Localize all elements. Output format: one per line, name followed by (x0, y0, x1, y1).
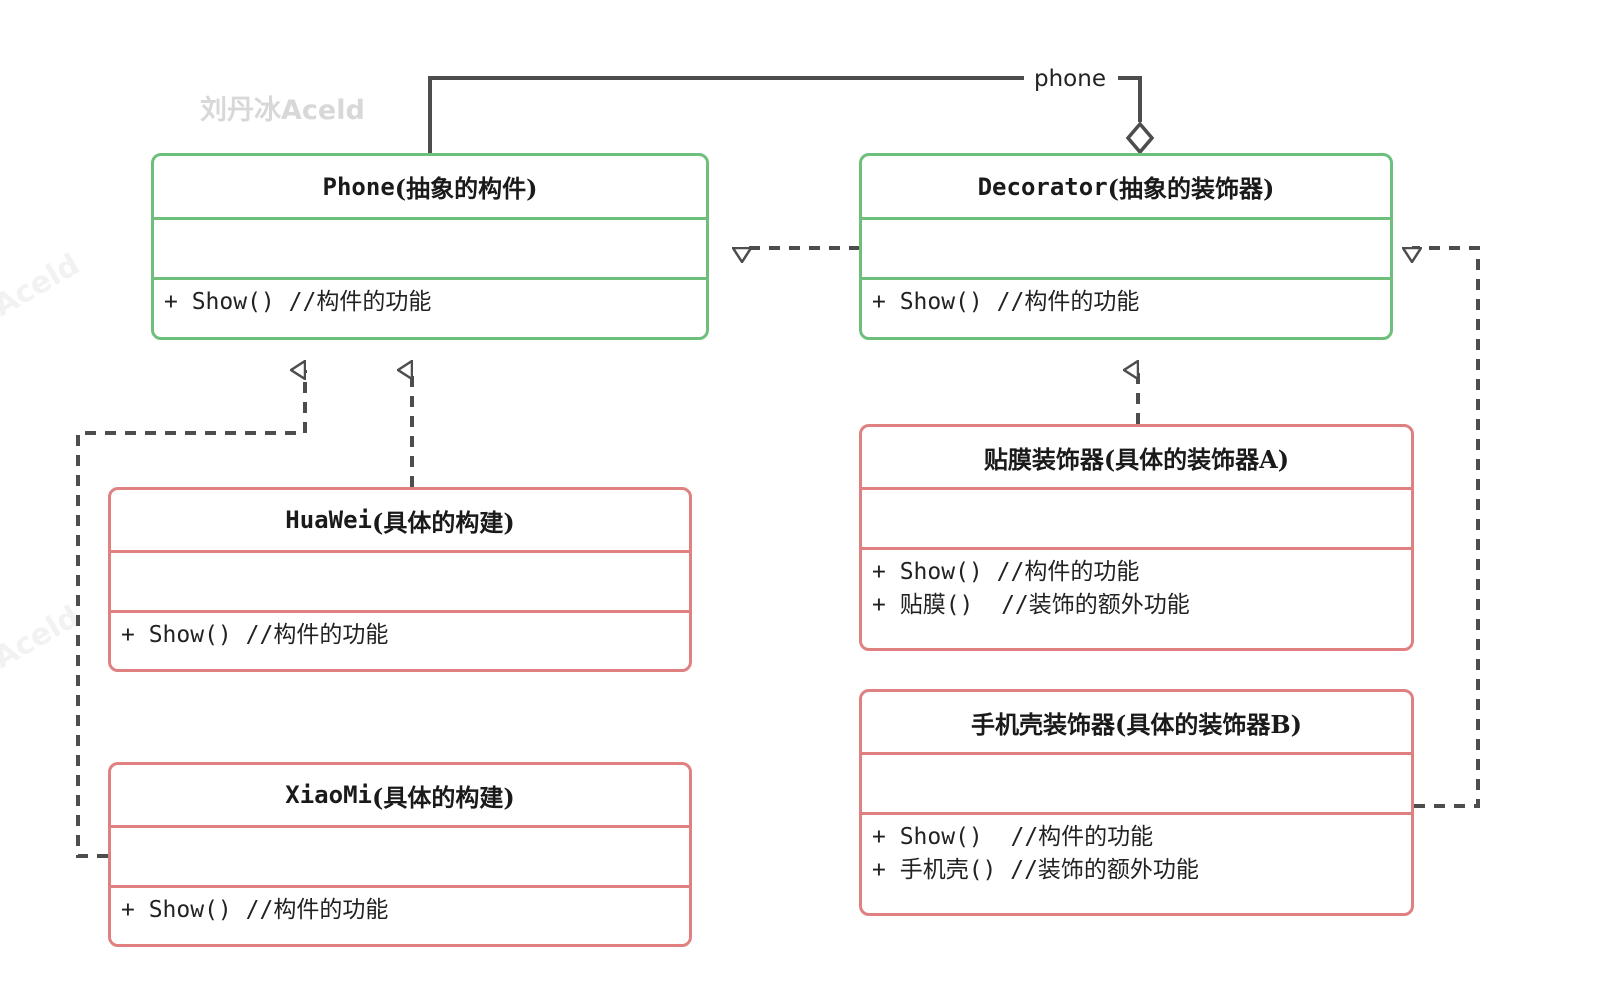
class-attributes-decorator (862, 217, 1390, 277)
class-title-xiaomi: XiaoMi(具体的构建) (111, 765, 689, 825)
class-box-xiaomi[interactable]: XiaoMi(具体的构建) + Show() //构件的功能 (108, 762, 692, 947)
class-attributes-case-decorator (862, 752, 1411, 812)
class-box-film-decorator[interactable]: 贴膜装饰器(具体的装饰器A) + Show() //构件的功能 + 贴膜() /… (859, 424, 1414, 651)
operation-item: + Show() //构件的功能 (872, 289, 1140, 315)
class-operations-xiaomi: + Show() //构件的功能 (111, 885, 689, 944)
class-stereotype-film-decorator: 贴膜装饰器(具体的装饰器A) (983, 444, 1290, 474)
class-operations-decorator: + Show() //构件的功能 (862, 277, 1390, 337)
operation-item: + Show() //构件的功能 (164, 289, 432, 315)
watermark-faint-1: Aceld (0, 247, 86, 324)
class-title-case-decorator: 手机壳装饰器(具体的装饰器B) (862, 692, 1411, 752)
operation-item: + Show() //构件的功能 (121, 622, 389, 648)
class-name-phone: Phone (322, 172, 395, 201)
operation-item: + Show() //构件的功能 (872, 824, 1154, 850)
class-attributes-film-decorator (862, 487, 1411, 547)
class-title-phone: Phone(抽象的构件) (154, 156, 706, 217)
operation-item: + Show() //构件的功能 (121, 897, 389, 923)
class-operations-phone: + Show() //构件的功能 (154, 277, 706, 337)
watermark-author: 刘丹冰Aceld (200, 95, 365, 126)
class-stereotype-huawei: (具体的构建) (371, 507, 515, 537)
class-stereotype-decorator: (抽象的装饰器) (1107, 174, 1275, 203)
edge-label-phone: phone (1030, 66, 1110, 92)
class-operations-case-decorator: + Show() //构件的功能 + 手机壳() //装饰的额外功能 (862, 812, 1411, 913)
operation-item: + 手机壳() //装饰的额外功能 (872, 857, 1199, 884)
class-operations-huawei: + Show() //构件的功能 (111, 610, 689, 669)
class-box-phone[interactable]: Phone(抽象的构件) + Show() //构件的功能 (151, 153, 709, 340)
class-attributes-huawei (111, 550, 689, 610)
class-stereotype-case-decorator: 手机壳装饰器(具体的装饰器B) (971, 709, 1302, 739)
class-name-huawei: HuaWei (285, 506, 372, 534)
watermark-faint-2: Aceld (0, 599, 86, 676)
class-title-decorator: Decorator(抽象的装饰器) (862, 156, 1390, 217)
operation-item: + Show() //构件的功能 (872, 559, 1140, 585)
class-title-film-decorator: 贴膜装饰器(具体的装饰器A) (862, 427, 1411, 487)
class-box-decorator[interactable]: Decorator(抽象的装饰器) + Show() //构件的功能 (859, 153, 1393, 340)
class-attributes-xiaomi (111, 825, 689, 885)
class-box-huawei[interactable]: HuaWei(具体的构建) + Show() //构件的功能 (108, 487, 692, 672)
class-stereotype-phone: (抽象的构件) (394, 174, 538, 203)
class-title-huawei: HuaWei(具体的构建) (111, 490, 689, 550)
edge-realization-case-decorator (1412, 246, 1480, 808)
class-name-xiaomi: XiaoMi (285, 781, 372, 809)
class-stereotype-xiaomi: (具体的构建) (371, 782, 515, 812)
class-attributes-phone (154, 217, 706, 277)
class-box-case-decorator[interactable]: 手机壳装饰器(具体的装饰器B) + Show() //构件的功能 + 手机壳()… (859, 689, 1414, 916)
class-operations-film-decorator: + Show() //构件的功能 + 贴膜() //装饰的额外功能 (862, 547, 1411, 648)
operation-item: + 贴膜() //装饰的额外功能 (872, 592, 1190, 619)
class-name-decorator: Decorator (977, 172, 1108, 201)
